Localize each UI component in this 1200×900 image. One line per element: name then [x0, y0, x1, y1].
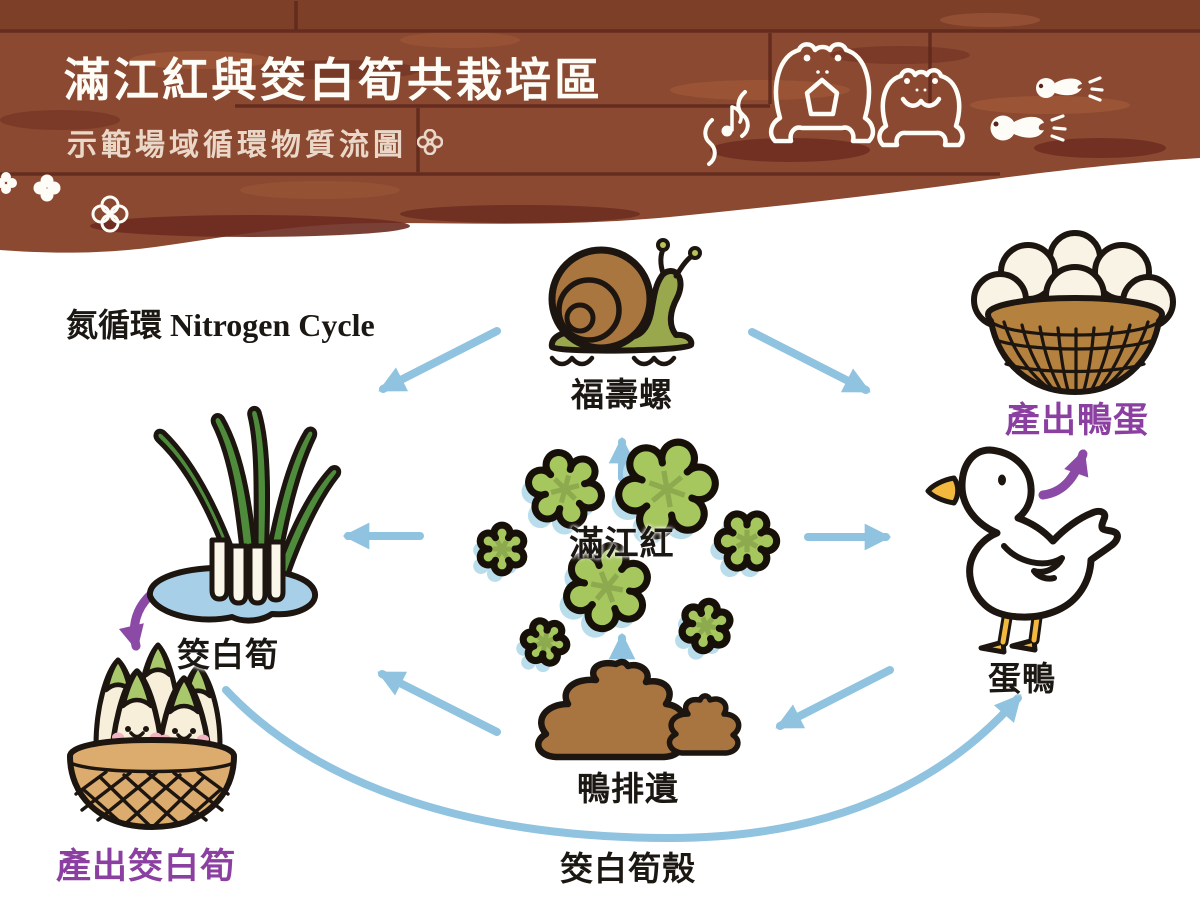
label-snail: 福壽螺	[571, 378, 673, 414]
subtitle-text: 示範場域循環物質流圖	[67, 129, 407, 162]
snail-icon	[548, 238, 702, 367]
music-note-icon	[703, 90, 750, 166]
arrow-husks-to-duck	[222, 686, 1022, 843]
duck-eye	[998, 474, 1006, 486]
arrow-droppings-to-bamboo	[377, 670, 501, 736]
wood-header	[0, 0, 1200, 253]
flower-icon	[33, 174, 61, 202]
label-duck: 蛋鴨	[988, 662, 1056, 698]
duck-wing	[1001, 543, 1065, 582]
arrow-snail-to-duck	[748, 328, 871, 394]
clover-icon	[417, 129, 443, 155]
label-azolla: 滿江紅	[569, 526, 675, 563]
singing-frog-icon	[768, 42, 876, 144]
tadpole-icon	[990, 114, 1067, 142]
duck-droppings-icon	[535, 658, 742, 761]
water-ripples	[549, 355, 677, 367]
label-duck-droppings: 鴨排遺	[577, 772, 679, 808]
cycle-title: 氮循環 Nitrogen Cycle	[66, 307, 375, 343]
egg-basket-icon	[971, 230, 1176, 395]
duck-icon	[925, 446, 1121, 655]
page-subtitle: 示範場域循環物質流圖	[67, 120, 443, 164]
duck-foot	[1009, 637, 1038, 653]
label-water-bamboo: 筊白筍	[177, 638, 279, 674]
flower-outline-icon	[91, 195, 129, 233]
wood-seams	[0, 1, 1200, 176]
arrow-snail-to-bamboo	[378, 327, 501, 393]
wood-texture	[0, 0, 1200, 237]
duck-beak	[925, 475, 961, 506]
tadpole-icon	[1036, 76, 1104, 102]
arrow-duck-to-eggs	[1038, 449, 1089, 500]
small-frog-icon	[877, 68, 965, 148]
label-bamboo-shoots: 產出筊白筍	[55, 847, 237, 886]
duck-body	[958, 446, 1121, 621]
label-bamboo-husks: 筊白筍殼	[560, 852, 696, 888]
arrow-duck-to-droppings	[775, 666, 894, 730]
flower-icon	[0, 172, 17, 194]
bamboo-shoots-basket-icon	[67, 642, 237, 830]
page-title: 滿江紅與筊白筍共栽培區	[64, 55, 603, 106]
duck-foot	[978, 639, 1007, 655]
frog-doodles	[703, 42, 1104, 166]
water-bamboo-icon	[146, 405, 342, 624]
label-duck-eggs: 產出鴨蛋	[1004, 401, 1150, 440]
flow-arrows	[118, 327, 1089, 843]
